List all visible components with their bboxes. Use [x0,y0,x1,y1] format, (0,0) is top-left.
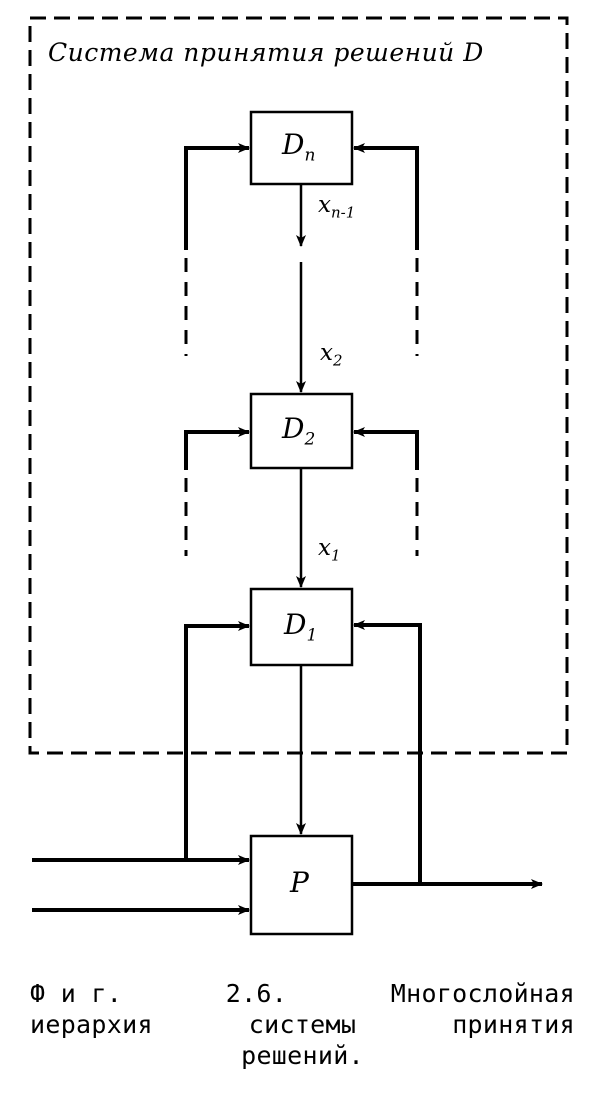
dn-right-feedback-arrow [353,143,419,250]
d1-right-feedback-arrow [353,620,422,884]
block-p [249,834,354,936]
block-d2-label: D2 [282,412,316,450]
system-boundary [28,16,569,755]
d2-left-feedback-arrow [184,427,250,470]
d1-left-feedback-arrow [184,621,250,860]
caption-line-1: Ф и г. 2.6. Многослойная [30,978,575,1009]
d2-right-feedback-arrow [353,427,419,470]
caption-word-2: иерархия [30,1010,153,1039]
signal-x1-label: x1 [318,535,341,565]
caption-word-5: решений. [241,1041,364,1070]
figure-caption: Ф и г. 2.6. Многослойная иерархия систем… [30,978,575,1071]
caption-line-3: решений. [30,1040,575,1071]
caption-word-4: принятия [452,1010,575,1039]
signal-x2-label: x2 [320,340,343,370]
block-dn-label: Dn [282,128,316,166]
system-title: Система принятия решений D [48,38,484,67]
block-d2 [249,392,354,470]
caption-fig-number: 2.6. [225,979,288,1008]
caption-word-3: системы [248,1010,357,1039]
block-dn [249,110,354,186]
caption-line-2: иерархия системы принятия [30,1009,575,1040]
block-p-label: P [290,866,309,899]
dn-left-feedback-arrow [184,143,250,250]
caption-fig-label: Ф и г. [30,979,123,1008]
signal-xn1-label: xn-1 [318,192,356,222]
hierarchy-diagram [28,16,569,936]
caption-word-1: Многослойная [390,979,575,1008]
block-d1-label: D1 [284,608,318,646]
